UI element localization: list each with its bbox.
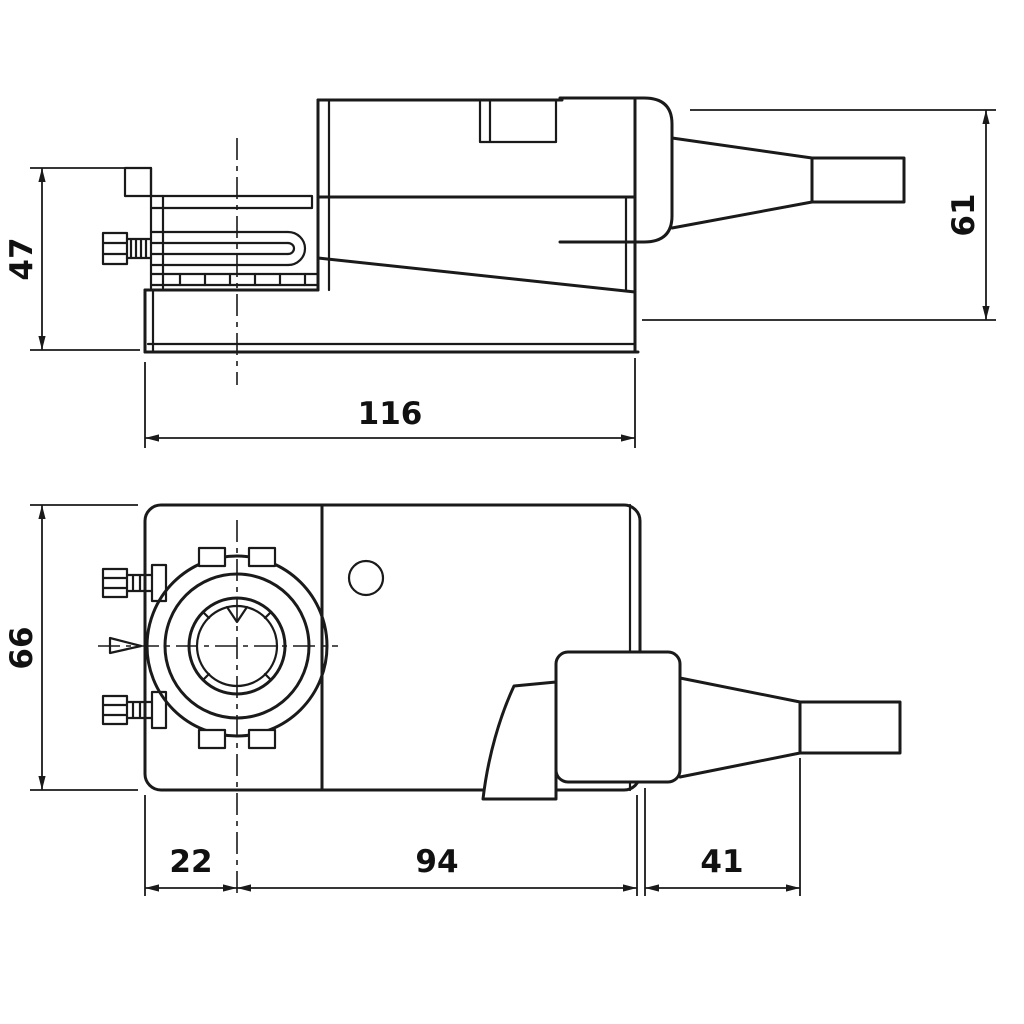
plan-cable-gland	[554, 650, 682, 784]
dim-116-label: 116	[358, 396, 423, 432]
shaft-notch	[225, 605, 249, 624]
side-clamp-assembly	[101, 166, 320, 290]
plan-hole	[347, 559, 385, 597]
dim-94-label: 94	[415, 844, 458, 880]
plan-bolt-bottom	[101, 690, 168, 730]
dimension-94: 94	[237, 795, 638, 896]
dimension-116: 116	[144, 358, 636, 448]
dimension-47: 47	[4, 167, 140, 351]
dim-61-label: 61	[946, 193, 982, 236]
plan-view: 66 22 94 41	[4, 503, 902, 896]
plan-clamp	[98, 546, 338, 750]
dimension-66: 66	[4, 504, 138, 791]
dimension-41: 41	[644, 758, 801, 896]
side-cable-gland	[558, 96, 674, 244]
plan-flap	[481, 680, 558, 801]
dim-22-label: 22	[169, 844, 212, 880]
plan-bolt-top	[101, 563, 168, 603]
side-bolt	[101, 231, 153, 266]
side-cable	[670, 136, 906, 230]
side-body	[143, 98, 640, 354]
dimension-22: 22	[144, 795, 237, 896]
dim-66-label: 66	[4, 626, 40, 669]
dim-41-label: 41	[700, 844, 743, 880]
plan-cable	[678, 676, 902, 779]
dim-47-label: 47	[4, 237, 40, 280]
side-view: 47 61 116	[4, 96, 996, 448]
dimension-61: 61	[642, 109, 996, 321]
side-switch-detail	[478, 98, 558, 144]
